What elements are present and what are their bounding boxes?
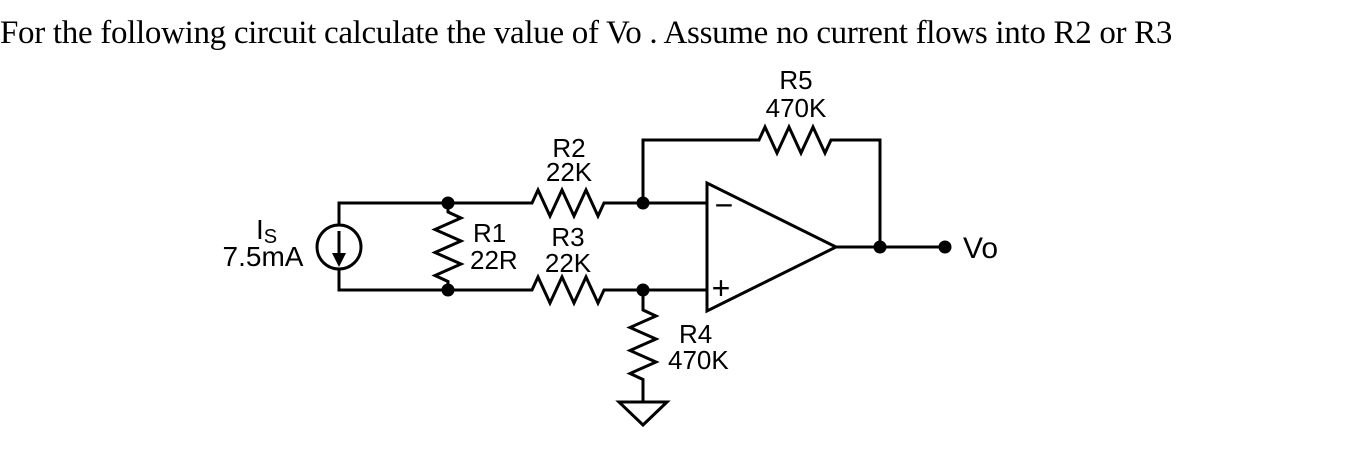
output-voltage-label: Vo — [963, 232, 998, 265]
r5-name-label: R5 — [779, 65, 812, 95]
resistor-r4-symbol — [626, 288, 660, 404]
r2-name-label: R2 — [552, 133, 585, 163]
r3-name-label: R3 — [551, 222, 584, 252]
current-source-symbol — [315, 223, 363, 271]
wire-feedback-loop — [641, 123, 882, 249]
r5-value-label: 470K — [766, 93, 827, 123]
junction-dot — [441, 196, 455, 210]
opamp-triangle — [705, 180, 840, 314]
junction-dot — [636, 283, 650, 297]
r1-value-label: 22R — [470, 245, 518, 275]
opamp-noninverting-sign: + — [712, 270, 731, 306]
question-title: For the following circuit calculate the … — [0, 15, 1173, 51]
current-source-circle — [315, 223, 363, 271]
r4-name-label: R4 — [679, 319, 712, 349]
source-value-label: 7.5mA — [223, 241, 304, 272]
wire-bottom-rail — [337, 273, 709, 307]
r1-name-label: R1 — [473, 218, 506, 248]
source-name-label: IS — [256, 214, 277, 248]
junction-dot — [441, 283, 455, 297]
wire-top-rail — [337, 186, 709, 220]
r4-value-label: 470K — [668, 345, 729, 375]
ground-symbol — [615, 400, 671, 428]
current-source-arrow-head — [332, 253, 346, 267]
opamp-inverting-sign: − — [715, 187, 734, 223]
resistor-r1-symbol — [431, 201, 465, 292]
r2-value-label: 22K — [546, 157, 593, 187]
output-terminal-dot — [938, 240, 952, 254]
r3-value-label: 22K — [545, 248, 592, 278]
junction-dot — [636, 196, 650, 210]
junction-dot — [873, 240, 887, 254]
